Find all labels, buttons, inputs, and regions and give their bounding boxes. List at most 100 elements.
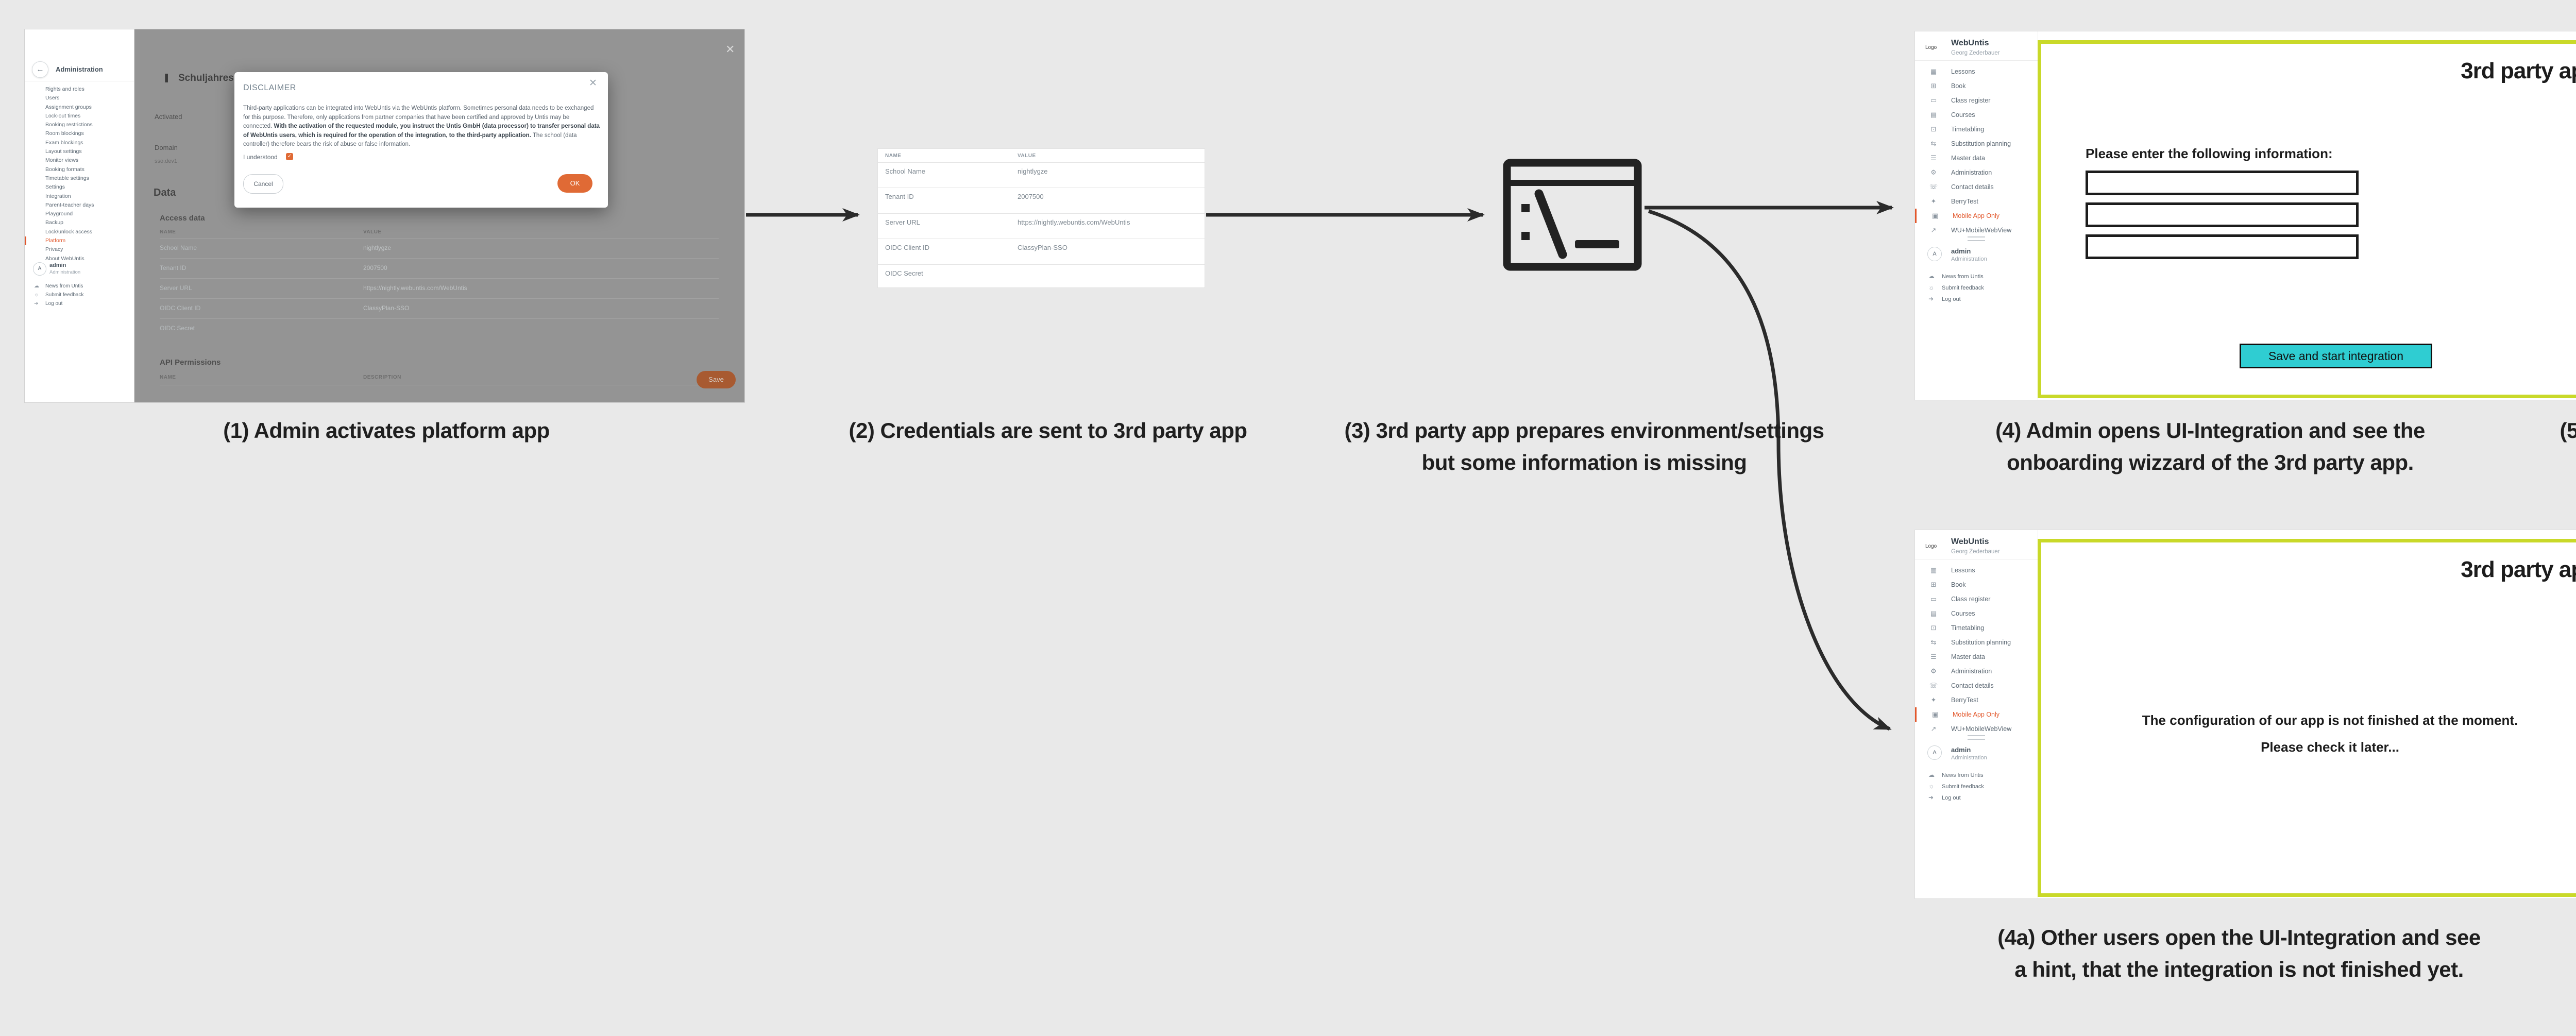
sidebar-footer-item[interactable]: ☼Submit feedback (25, 291, 134, 299)
cancel-button[interactable]: Cancel (243, 174, 283, 194)
avatar[interactable]: A (1927, 247, 1942, 261)
save-button[interactable]: Save (697, 371, 736, 388)
sidebar-item-icon: ⇆ (1930, 140, 1937, 147)
sidebar-item[interactable]: Timetable settings (45, 175, 89, 181)
footer-icon: ➜ (1928, 794, 1934, 801)
sidebar-item[interactable]: Booking restrictions (45, 122, 93, 128)
sidebar-item[interactable]: Backup (45, 219, 64, 226)
wizard-input-3[interactable] (2086, 234, 2359, 259)
user-name: admin (1951, 247, 1971, 255)
sidebar-item[interactable]: Exam blockings (45, 139, 83, 146)
sidebar-footer-item[interactable]: ☼Submit feedback (1915, 282, 2038, 293)
sidebar-item[interactable]: ⊡ Timetabling (1915, 122, 2038, 137)
footer-icon: ☁ (1928, 771, 1935, 778)
sidebar-item[interactable]: Settings (45, 184, 65, 191)
sidebar-item[interactable]: Users (45, 95, 60, 101)
save-and-start-integration-button[interactable]: Save and start integration (2240, 344, 2432, 368)
wizard-input-1[interactable] (2086, 171, 2359, 195)
sidebar-footer-item[interactable]: ☁News from Untis (1915, 270, 2038, 282)
sidebar-item[interactable]: Privacy (45, 246, 63, 253)
sidebar-item[interactable]: ▣ Mobile App Only (1915, 707, 2038, 722)
panel-not-finished-hint: Logo WebUntis Georg Zederbauer ▦ Lessons… (1915, 530, 2576, 898)
sidebar-item-icon: ⊡ (1930, 624, 1937, 632)
sidebar-item[interactable]: ✦ BerryTest (1915, 194, 2038, 209)
app-icon: ❚ (163, 73, 171, 82)
sidebar-item[interactable]: ⇆ Substitution planning (1915, 635, 2038, 650)
api-column-description: DESCRIPTION (363, 375, 401, 380)
sidebar-item[interactable]: ↗ WU+MobileWebView (1915, 722, 2038, 736)
sidebar-item[interactable]: About WebUntis (45, 255, 84, 262)
caption-step-4a-line1: (4a) Other users open the UI-Integration… (1997, 925, 2481, 949)
sidebar-item[interactable]: ☰ Master data (1915, 151, 2038, 165)
back-arrow-icon[interactable]: ← (32, 61, 48, 78)
sidebar-item[interactable]: ⇆ Substitution planning (1915, 137, 2038, 151)
sidebar-item[interactable]: Assignment groups (45, 104, 92, 110)
sidebar-item[interactable]: ☰ Master data (1915, 650, 2038, 664)
avatar[interactable]: A (1927, 745, 1942, 760)
sidebar-item[interactable]: ✦ BerryTest (1915, 693, 2038, 707)
sidebar-item-icon: ▭ (1930, 595, 1937, 603)
user-role: Administration (1951, 256, 1987, 262)
sidebar-item[interactable]: Platform (25, 236, 134, 246)
sidebar-footer-item[interactable]: ☼Submit feedback (1915, 780, 2038, 792)
sidebar-item[interactable]: Monitor views (45, 157, 79, 164)
sidebar-title: Administration (56, 65, 103, 73)
sidebar-footer-item[interactable]: ➜Log out (25, 299, 134, 308)
sidebar-item[interactable]: Integration (45, 193, 71, 199)
sidebar-item[interactable]: Lock/unlock access (45, 228, 93, 235)
sidebar-item[interactable]: ⊡ Timetabling (1915, 621, 2038, 635)
caption-step-4-line2: onboarding wizzard of the 3rd party app. (2007, 450, 2414, 474)
sidebar-item[interactable]: Booking formats (45, 166, 84, 173)
sidebar-footer-item[interactable]: ➜Log out (1915, 792, 2038, 803)
sidebar-item-icon: ☰ (1930, 653, 1937, 660)
sidebar-item-icon: ⇆ (1930, 638, 1937, 646)
sidebar-item[interactable]: ⊞ Book (1915, 578, 2038, 592)
sidebar-item[interactable]: ▣ Mobile App Only (1915, 209, 2038, 223)
sidebar-item-icon: ⊡ (1930, 125, 1937, 133)
sidebar-footer-item[interactable]: ☁News from Untis (25, 282, 134, 291)
sidebar-item[interactable]: ↗ WU+MobileWebView (1915, 223, 2038, 237)
sidebar-item-icon: ↗ (1930, 226, 1937, 234)
sidebar-item[interactable]: ▦ Lessons (1915, 64, 2038, 79)
sidebar-item[interactable]: ⚙ Administration (1915, 664, 2038, 678)
sidebar-footer: ☁News from Untis ☼Submit feedback ➜Log o… (1915, 769, 2038, 803)
close-icon[interactable]: ✕ (725, 43, 735, 56)
sidebar-item[interactable]: Layout settings (45, 148, 82, 155)
sidebar-item[interactable]: ☏ Contact details (1915, 180, 2038, 194)
access-heading: Access data (160, 214, 205, 223)
sidebar-item[interactable]: Parent-teacher days (45, 201, 94, 208)
sidebar-footer-item[interactable]: ➜Log out (1915, 293, 2038, 304)
logo-placeholder: Logo (1925, 544, 1937, 549)
sidebar-item[interactable]: Room blockings (45, 130, 84, 137)
sidebar-item[interactable]: ⚙ Administration (1915, 165, 2038, 180)
footer-icon: ☼ (1928, 284, 1934, 291)
api-column-name: NAME (160, 375, 176, 380)
sidebar-item[interactable]: ☏ Contact details (1915, 678, 2038, 693)
table-row: OIDC Secret (878, 264, 1205, 290)
sidebar-footer-item[interactable]: ☁News from Untis (1915, 769, 2038, 780)
sidebar-item[interactable]: ▭ Class register (1915, 93, 2038, 108)
sidebar-item[interactable]: ▦ Lessons (1915, 563, 2038, 578)
sidebar-items: ▦ Lessons ⊞ Book ▭ Class register ▤ Cour… (1915, 64, 2038, 237)
sidebar-item[interactable]: ⊞ Book (1915, 79, 2038, 93)
sidebar-item[interactable]: ▭ Class register (1915, 592, 2038, 606)
avatar[interactable]: A (33, 262, 46, 276)
understood-checkbox[interactable]: ✓ (286, 153, 293, 160)
sidebar-item[interactable]: ▤ Courses (1915, 108, 2038, 122)
sidebar-item-icon: ▦ (1930, 566, 1937, 574)
sidebar-item[interactable]: Lock-out times (45, 112, 81, 119)
sidebar-item[interactable]: Rights and roles (45, 86, 84, 92)
dialog-close-icon[interactable]: ✕ (589, 78, 597, 89)
sidebar-item[interactable]: ▤ Courses (1915, 606, 2038, 621)
user-role: Administration (49, 269, 81, 275)
wizard-input-2[interactable] (2086, 202, 2359, 227)
caption-step-3-line2: but some information is missing (1421, 450, 1747, 474)
ok-button[interactable]: OK (557, 174, 592, 193)
third-party-app-label: 3rd party app (2461, 557, 2576, 582)
sidebar-item[interactable]: Playground (45, 211, 73, 217)
